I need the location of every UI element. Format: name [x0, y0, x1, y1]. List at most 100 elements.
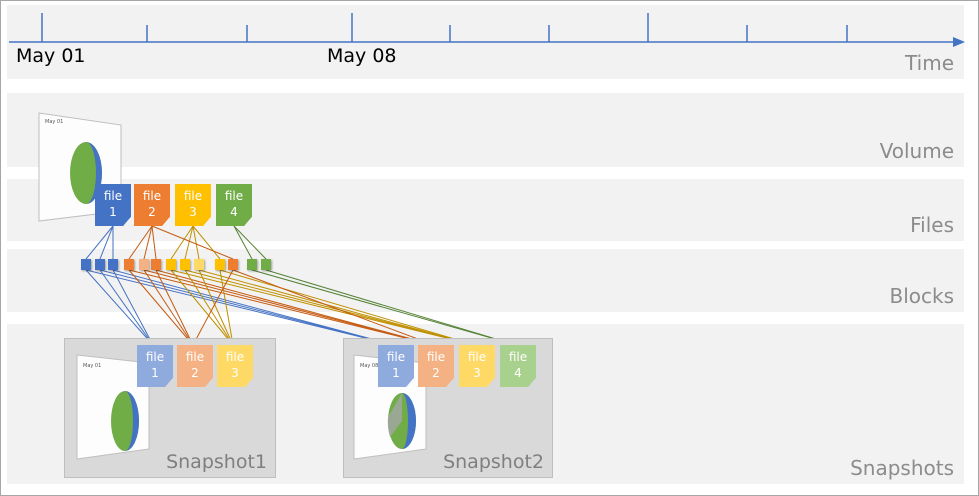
- file-card-2-label: file: [142, 189, 162, 203]
- snapshot2-file-card-4-label: file: [508, 350, 528, 364]
- link-line: [85, 269, 395, 346]
- link-line: [143, 225, 153, 260]
- data-block: [228, 259, 238, 270]
- data-block: [247, 259, 257, 270]
- link-line: [112, 269, 154, 346]
- timeline-axis: [9, 13, 965, 47]
- data-block: [139, 259, 149, 270]
- volume-band: Volume: [7, 93, 964, 167]
- link-line: [99, 225, 114, 260]
- snapshot1-thumbnail: [76, 354, 150, 460]
- file-card-3: file 3: [175, 184, 211, 226]
- snapshot1-file-card-1-number: 1: [151, 366, 159, 380]
- link-line: [192, 269, 234, 346]
- snapshot2-file-card-2: file 2: [418, 345, 454, 387]
- file-card-2-number: 2: [148, 205, 156, 219]
- time-band-label: Time: [905, 51, 954, 75]
- volume-band-label: Volume: [879, 139, 954, 163]
- snapshot2-pie-blue: [402, 393, 416, 449]
- link-line: [143, 269, 435, 346]
- data-block: [151, 259, 161, 270]
- link-line: [184, 269, 476, 346]
- data-block: [166, 259, 176, 270]
- snapshot1-file-card-2-number: 2: [191, 366, 199, 380]
- data-block: [124, 259, 134, 270]
- link-line: [184, 225, 194, 260]
- link-line: [232, 269, 435, 346]
- link-line: [170, 225, 194, 260]
- link-line: [151, 225, 234, 260]
- link-line: [85, 269, 154, 346]
- snapshot2-file-card-1-label: file: [386, 350, 406, 364]
- link-line: [170, 269, 476, 346]
- link-line: [219, 269, 476, 346]
- file-card-4-number: 4: [230, 205, 238, 219]
- link-line: [184, 269, 234, 346]
- link-line: [198, 269, 234, 346]
- snapshot1-pie-blue: [125, 391, 139, 451]
- snapshot2-label: Snapshot2: [443, 451, 544, 473]
- snapshot2-file-card-1-number: 1: [392, 366, 400, 380]
- file-card-3-label: file: [183, 189, 203, 203]
- data-block: [81, 259, 91, 270]
- link-line: [99, 269, 395, 346]
- file-card-3-number: 3: [189, 205, 197, 219]
- snapshot2-file-card-4: file 4: [500, 345, 536, 387]
- data-block: [180, 259, 190, 270]
- file-card-4: file 4: [216, 184, 252, 226]
- link-line: [128, 269, 435, 346]
- link-line: [251, 269, 517, 346]
- data-block: [215, 259, 225, 270]
- link-line: [198, 269, 476, 346]
- link-line: [155, 269, 435, 346]
- snapshot1-thumbnail-caption: May 01: [83, 363, 102, 369]
- link-line: [85, 225, 114, 260]
- link-line: [112, 269, 395, 346]
- link-line: [128, 225, 153, 260]
- data-block: [261, 259, 271, 270]
- files-band-label: Files: [910, 213, 954, 237]
- snapshot2-file-card-3-number: 3: [473, 366, 481, 380]
- snapshot1-file-card-2-label: file: [185, 350, 205, 364]
- blocks-band-label: Blocks: [889, 284, 954, 308]
- snapshot2-file-card-2-label: file: [426, 350, 446, 364]
- snapshot1-file-card-3-label: file: [225, 350, 245, 364]
- link-line: [219, 269, 234, 346]
- snapshot1-file-card-1-label: file: [145, 350, 165, 364]
- snapshot1-file-card-1: file 1: [137, 345, 173, 387]
- data-block: [194, 259, 204, 270]
- data-block: [95, 259, 105, 270]
- link-line: [233, 225, 253, 260]
- snapshot2-pie-gray: [387, 393, 402, 437]
- snapshot1-file-card-3: file 3: [217, 345, 253, 387]
- snapshots-band-label: Snapshots: [850, 456, 954, 480]
- link-line: [192, 225, 221, 260]
- snapshot1-file-card-2: file 2: [177, 345, 213, 387]
- link-line: [128, 269, 194, 346]
- file-card-2: file 2: [134, 184, 170, 226]
- snapshot2-thumbnail-caption: May 08: [360, 363, 379, 369]
- file-card-1: file 1: [95, 184, 131, 226]
- timeline-arrowhead: [953, 37, 965, 47]
- file-card-1-label: file: [103, 189, 123, 203]
- snapshot1-file-card-3-number: 3: [231, 366, 239, 380]
- link-line: [155, 269, 194, 346]
- file-card-1-number: 1: [109, 205, 117, 219]
- snapshot2-file-card-2-number: 2: [432, 366, 440, 380]
- snapshot2-file-card-4-number: 4: [514, 366, 522, 380]
- link-line: [265, 269, 517, 346]
- data-block: [108, 259, 118, 270]
- snapshot2-file-card-1: file 1: [378, 345, 414, 387]
- file-card-4-label: file: [224, 189, 244, 203]
- link-line: [143, 269, 194, 346]
- volume-thumbnail-caption: May 01: [45, 119, 64, 125]
- date-label-may08: May 08: [327, 45, 397, 67]
- date-label-may01: May 01: [16, 45, 86, 67]
- snapshot1-label: Snapshot1: [166, 451, 267, 473]
- link-line: [233, 225, 267, 260]
- link-line: [151, 225, 157, 260]
- snapshot2-file-card-3: file 3: [459, 345, 495, 387]
- snapshot2-file-card-3-label: file: [467, 350, 487, 364]
